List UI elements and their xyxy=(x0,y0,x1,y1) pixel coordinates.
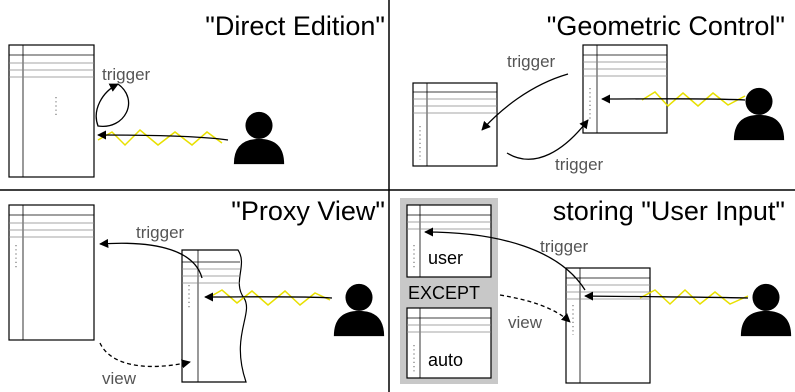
user-label: user xyxy=(428,248,463,268)
auto-label: auto xyxy=(428,350,463,370)
panel-proxy-view: "Proxy View" trigger view xyxy=(8,196,385,388)
trigger-loop-arrow xyxy=(95,83,130,127)
gesture-zigzag-icon xyxy=(97,128,223,147)
window-icon xyxy=(8,204,95,341)
user-silhouette-icon xyxy=(333,283,385,337)
panel-title: "Direct Edition" xyxy=(205,11,385,41)
panel-title: storing "User Input" xyxy=(553,196,785,226)
arrow-icon xyxy=(584,291,749,301)
arrow-icon xyxy=(601,94,746,104)
arrow-icon xyxy=(97,130,229,141)
gesture-zigzag-icon xyxy=(641,91,746,108)
view-arrow xyxy=(99,342,191,369)
view-label: view xyxy=(102,369,137,388)
panel-geometric-control: "Geometric Control" trigger trigger xyxy=(412,11,785,174)
user-silhouette-icon xyxy=(740,283,792,337)
user-store-window-icon xyxy=(406,204,492,278)
panel-title: "Geometric Control" xyxy=(547,11,785,41)
window-icon xyxy=(412,82,498,167)
window-icon xyxy=(565,267,651,384)
arrow-icon xyxy=(204,292,333,302)
window-icon xyxy=(8,44,95,178)
except-label: EXCEPT xyxy=(408,283,480,303)
window-icon xyxy=(582,44,668,134)
view-label: view xyxy=(508,313,543,332)
trigger-label: trigger xyxy=(102,65,151,84)
proxy-window-icon xyxy=(181,249,248,383)
trigger-arrow-top xyxy=(481,73,569,131)
panel-storing-user-input: storing "User Input" user EXCEPT auto xyxy=(400,196,792,384)
user-silhouette-icon xyxy=(233,111,285,165)
auto-store-window-icon xyxy=(406,307,492,379)
trigger-arrow-bottom xyxy=(506,119,589,160)
trigger-arrow xyxy=(424,227,586,291)
view-arrow xyxy=(499,294,571,323)
trigger-label: trigger xyxy=(540,237,589,256)
panel-direct-edition: "Direct Edition" trigger xyxy=(8,11,385,178)
panel-title: "Proxy View" xyxy=(231,196,385,226)
trigger-label-top: trigger xyxy=(507,52,556,71)
trigger-label: trigger xyxy=(136,223,185,242)
user-silhouette-icon xyxy=(733,87,785,141)
trigger-label-bottom: trigger xyxy=(555,155,604,174)
trigger-arrow xyxy=(99,238,203,279)
